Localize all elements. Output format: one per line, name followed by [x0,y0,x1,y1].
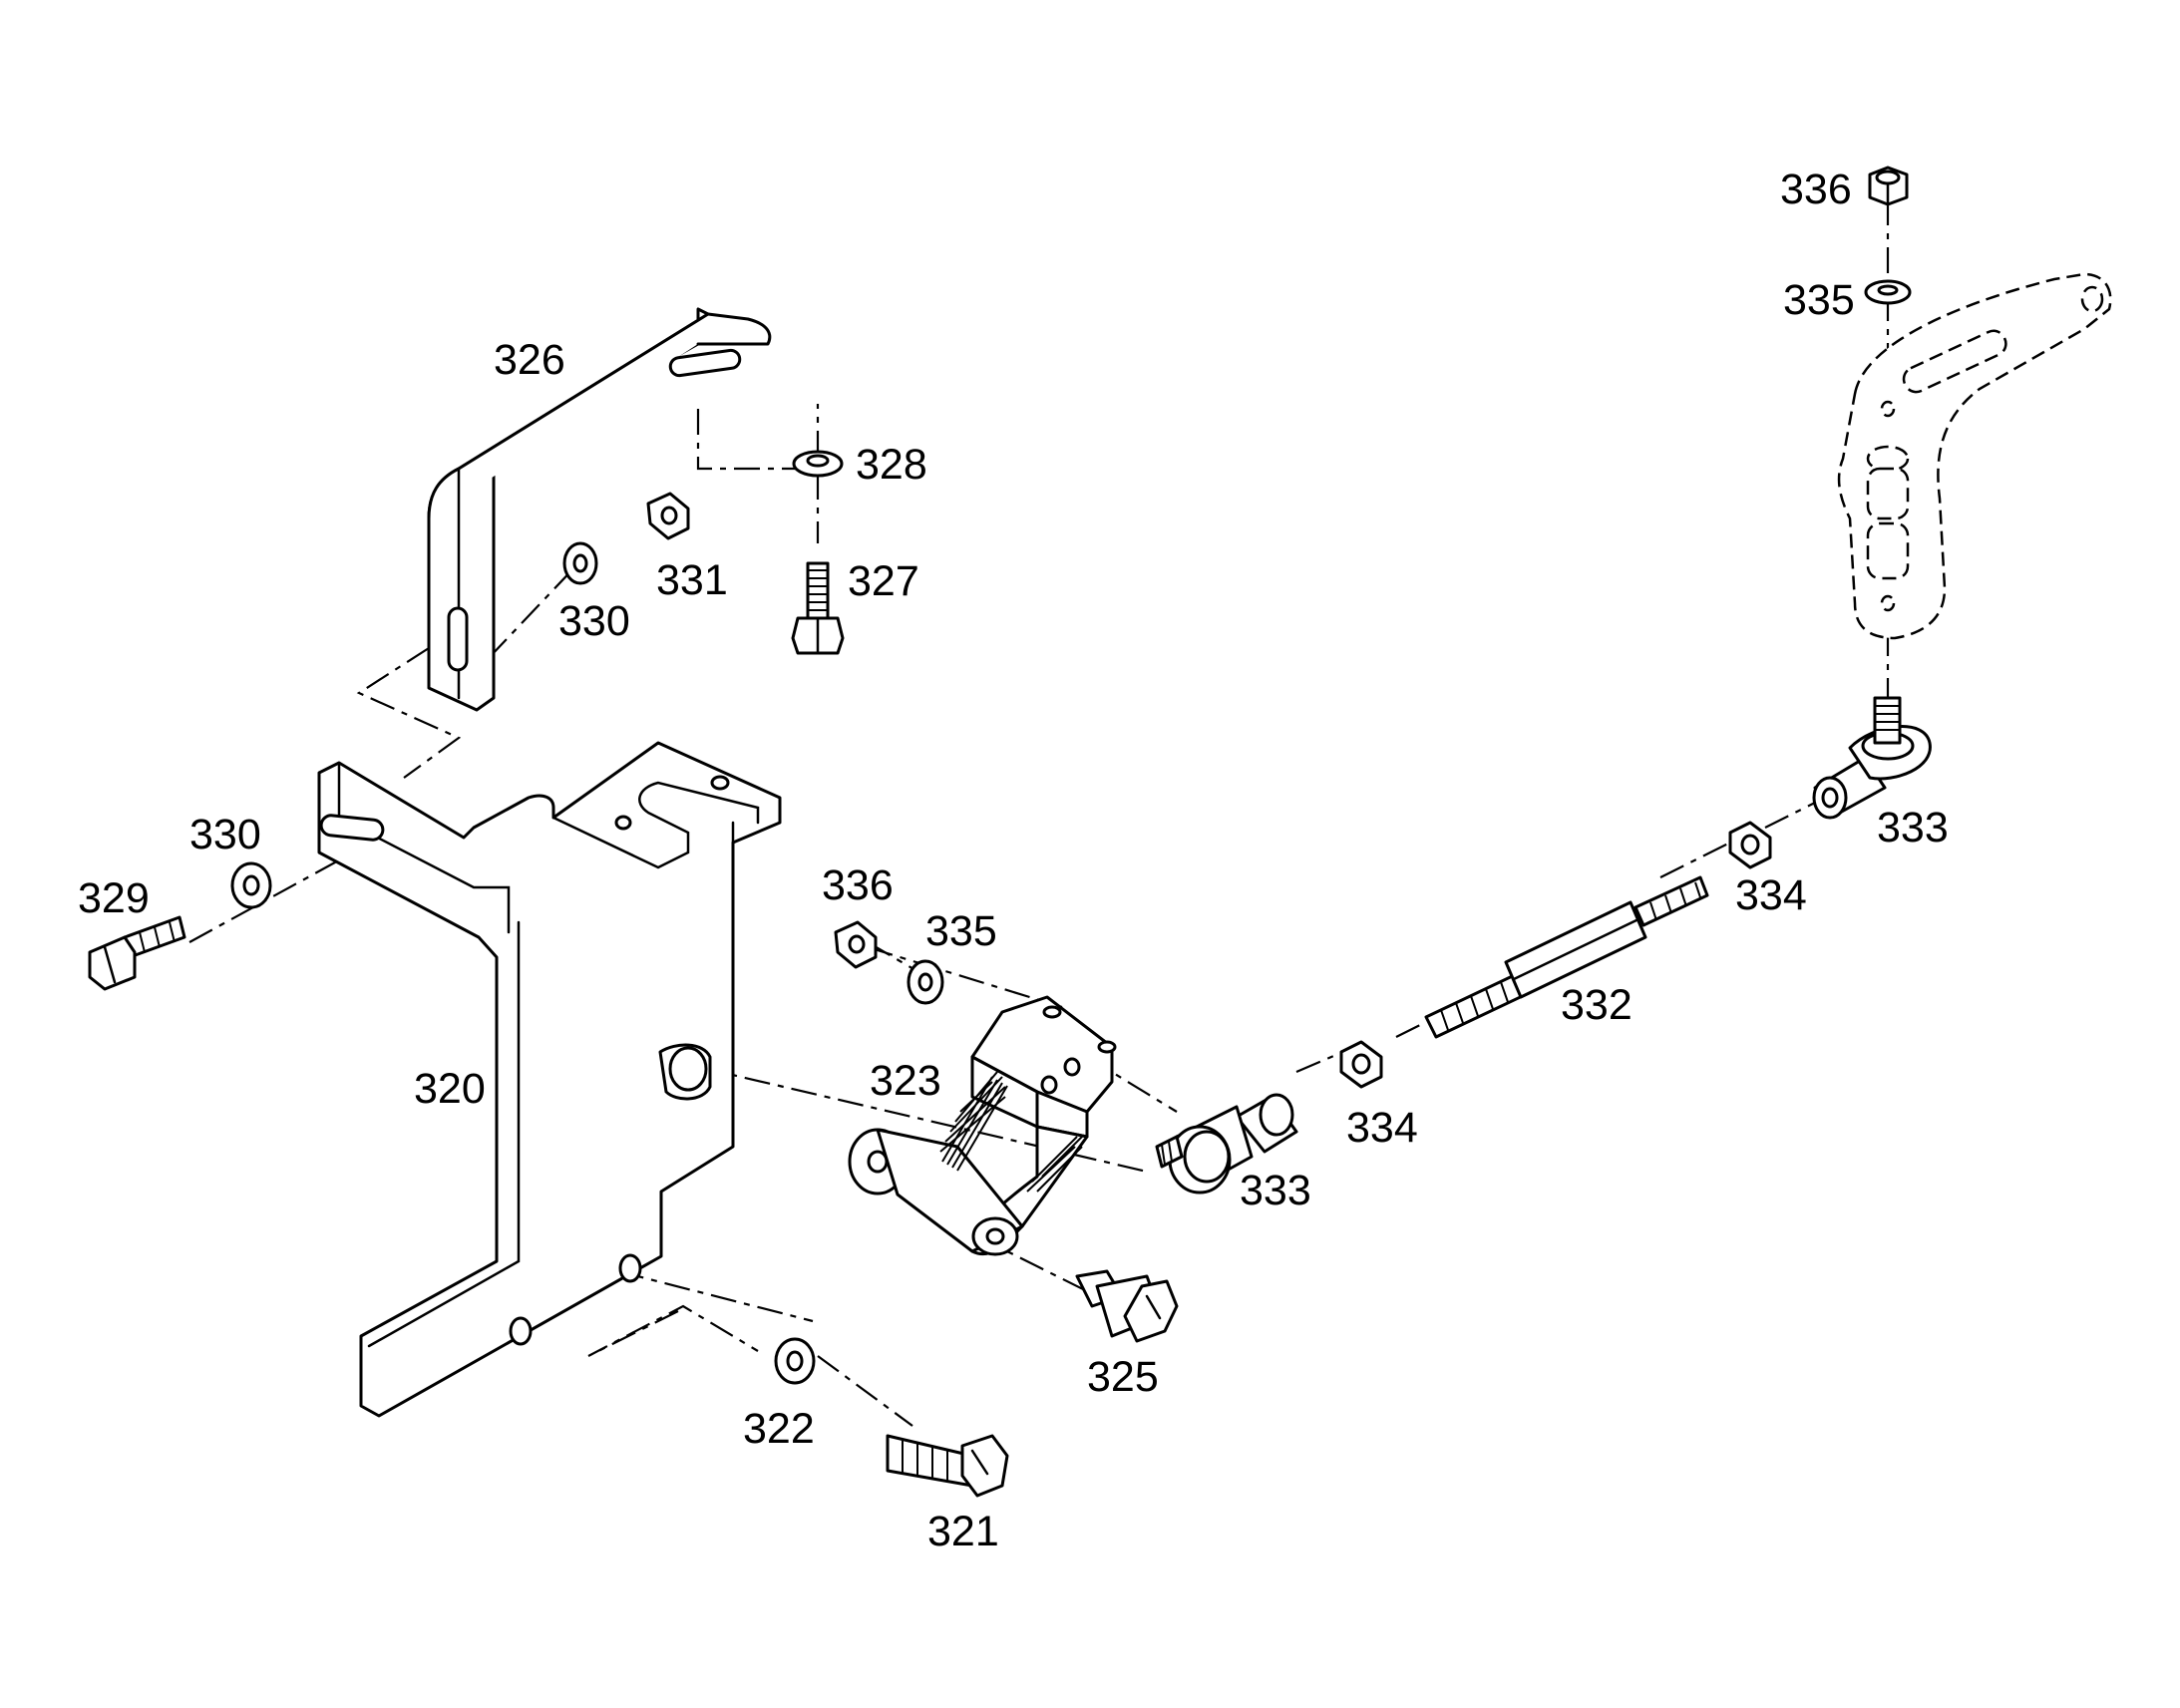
callout-321: 321 [927,1508,999,1555]
callout-326: 326 [494,336,565,384]
washer-335-right [1864,279,1912,305]
rod-end-333-center [1155,1093,1298,1195]
washer-330-upper [562,541,598,585]
callout-329: 329 [78,874,150,922]
bracket-320 [317,741,782,1418]
callout-333-right: 333 [1877,804,1949,852]
callout-335-right: 335 [1783,276,1855,324]
callout-330-upper: 330 [558,597,630,645]
assembly-leader-lines [188,199,1890,1427]
nut-336-center [834,920,878,969]
spring-right [1026,1136,1083,1193]
callout-334-center: 334 [1346,1104,1418,1152]
lever-assembly-323 [848,995,1117,1256]
callout-336-right: 336 [1780,166,1852,213]
callout-331: 331 [656,556,728,604]
callout-322: 322 [743,1405,815,1453]
nut-334-right [1728,821,1772,869]
callout-328: 328 [856,441,927,489]
bracket-326 [427,307,772,712]
turnbuckle-332 [1424,875,1709,1039]
callout-labels: 326 328 327 331 330 330 329 320 336 335 … [78,166,1949,1555]
bolt-329 [88,915,186,991]
callout-334-right: 334 [1735,871,1807,919]
washer-330-left [230,861,272,909]
nut-336-right [1868,166,1909,206]
washer-328 [792,450,844,478]
nut-334-center [1339,1040,1383,1089]
callout-323: 323 [870,1057,941,1105]
callout-330-left: 330 [189,811,261,858]
spring-left [939,1071,1008,1172]
bolt-321 [886,1434,1009,1498]
shoulder-bolt-325 [1075,1269,1179,1343]
callout-333-center: 333 [1240,1167,1311,1214]
callout-335-center: 335 [925,907,997,955]
callout-325: 325 [1087,1353,1159,1401]
ghost-lever-arm [1837,272,2112,640]
washer-335-center [907,959,944,1005]
callout-332: 332 [1561,981,1633,1029]
callout-336-center: 336 [822,861,894,909]
bolt-327 [791,561,845,655]
washer-322 [774,1337,816,1385]
callout-327: 327 [848,557,919,605]
callout-320: 320 [414,1065,486,1113]
nut-331 [646,492,690,540]
rod-end-333-right [1812,696,1932,820]
